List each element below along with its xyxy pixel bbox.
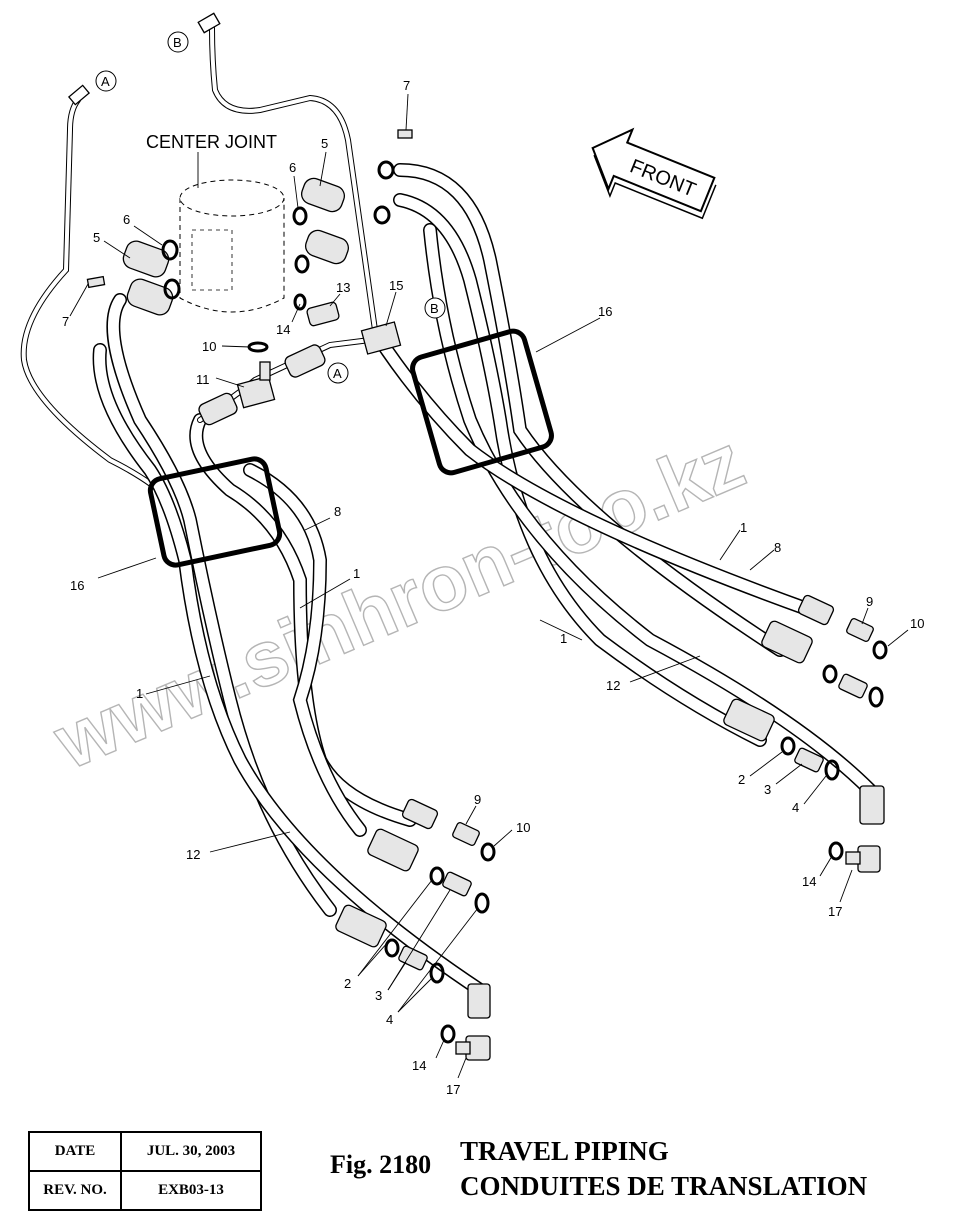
part-label-4-left: 4 xyxy=(386,1012,393,1027)
part-label-5-top: 5 xyxy=(321,136,328,151)
part-label-17-right: 17 xyxy=(828,904,842,919)
left-end-fittings xyxy=(335,798,496,1061)
hose-clamp-left xyxy=(147,456,283,568)
pipe-line-b xyxy=(197,12,378,333)
part-label-3-left: 3 xyxy=(375,988,382,1003)
part-label-10-left: 10 xyxy=(516,820,530,835)
callout-a-tee: A xyxy=(327,362,349,384)
callout-b-tee: B xyxy=(424,297,446,319)
part-label-7-left: 7 xyxy=(62,314,69,329)
part-label-13: 13 xyxy=(336,280,350,295)
elbow-end-lower xyxy=(373,205,391,225)
adapter-13 xyxy=(306,301,340,327)
hose-end-fitting-left xyxy=(198,392,238,426)
part-label-10-right: 10 xyxy=(910,616,924,631)
right-end-fittings xyxy=(723,594,888,873)
pipe-line-a xyxy=(20,84,173,503)
title-block: DATE JUL. 30, 2003 REV. NO. EXB03-13 xyxy=(28,1131,262,1211)
right-hose-bundle xyxy=(373,163,877,797)
title-french: CONDUITES DE TRANSLATION xyxy=(460,1171,868,1201)
center-o-ring xyxy=(247,341,269,353)
elbow-end-upper xyxy=(377,160,395,180)
svg-text:A: A xyxy=(333,366,342,381)
part-label-14-center: 14 xyxy=(276,322,290,337)
part-label-5-left: 5 xyxy=(93,230,100,245)
center-joint-label: CENTER JOINT xyxy=(146,132,277,152)
part-label-9-left: 9 xyxy=(474,792,481,807)
part-label-6-top: 6 xyxy=(289,160,296,175)
date-label: DATE xyxy=(28,1131,122,1172)
part-label-9-right: 9 xyxy=(866,594,873,609)
part-label-10-center: 10 xyxy=(202,339,216,354)
bolt-top xyxy=(397,129,413,139)
callout-a-top: A xyxy=(95,70,117,92)
tee-fitting-11-port xyxy=(259,361,271,381)
center-joint xyxy=(179,152,285,313)
part-label-2-left: 2 xyxy=(344,976,351,991)
hose-clamp-right xyxy=(410,328,554,476)
part-label-12-left: 12 xyxy=(186,847,200,862)
part-label-8-right: 8 xyxy=(774,540,781,555)
part-label-1-left-lower: 1 xyxy=(136,686,143,701)
part-label-7-top: 7 xyxy=(403,78,410,93)
part-label-2-right: 2 xyxy=(738,772,745,787)
part-label-1-right-lower: 1 xyxy=(560,631,567,646)
part-label-3-right: 3 xyxy=(764,782,771,797)
figure-titles: TRAVEL PIPING CONDUITES DE TRANSLATION xyxy=(460,1134,867,1204)
svg-text:A: A xyxy=(101,74,110,89)
figure-number: Fig. 2180 xyxy=(330,1150,432,1179)
tee-fitting-15 xyxy=(360,321,402,355)
rev-value: EXB03-13 xyxy=(120,1170,262,1211)
flange-fittings-left xyxy=(122,239,181,316)
bolt-left xyxy=(86,275,106,289)
svg-text:B: B xyxy=(430,301,439,316)
part-label-6-left: 6 xyxy=(123,212,130,227)
flange-fittings-right xyxy=(292,177,350,311)
date-value: JUL. 30, 2003 xyxy=(120,1131,262,1172)
svg-text:B: B xyxy=(173,35,182,50)
part-label-11: 11 xyxy=(196,372,210,387)
part-label-17-left: 17 xyxy=(446,1082,460,1097)
part-label-8-left: 8 xyxy=(334,504,341,519)
leader-lines xyxy=(69,93,909,1079)
part-label-15: 15 xyxy=(389,278,403,293)
hose-end-fitting-center xyxy=(284,344,326,378)
part-label-4-right: 4 xyxy=(792,800,799,815)
part-label-1-right-upper: 1 xyxy=(740,520,747,535)
front-arrow: FRONT xyxy=(591,127,717,220)
part-label-12-right: 12 xyxy=(606,678,620,693)
part-labels: 7 5 6 6 5 7 13 14 15 10 11 16 16 8 1 1 1… xyxy=(62,78,924,1097)
part-label-1-left-upper: 1 xyxy=(353,566,360,581)
rev-label: REV. NO. xyxy=(28,1170,122,1211)
part-label-14-left: 14 xyxy=(412,1058,426,1073)
part-label-14-right: 14 xyxy=(802,874,816,889)
callout-b-top: B xyxy=(167,31,189,53)
part-label-16-right: 16 xyxy=(598,304,612,319)
part-label-16-left: 16 xyxy=(70,578,84,593)
left-hose-bundle xyxy=(92,293,487,997)
tee-fitting-11 xyxy=(236,375,276,409)
title-english: TRAVEL PIPING xyxy=(460,1136,669,1166)
